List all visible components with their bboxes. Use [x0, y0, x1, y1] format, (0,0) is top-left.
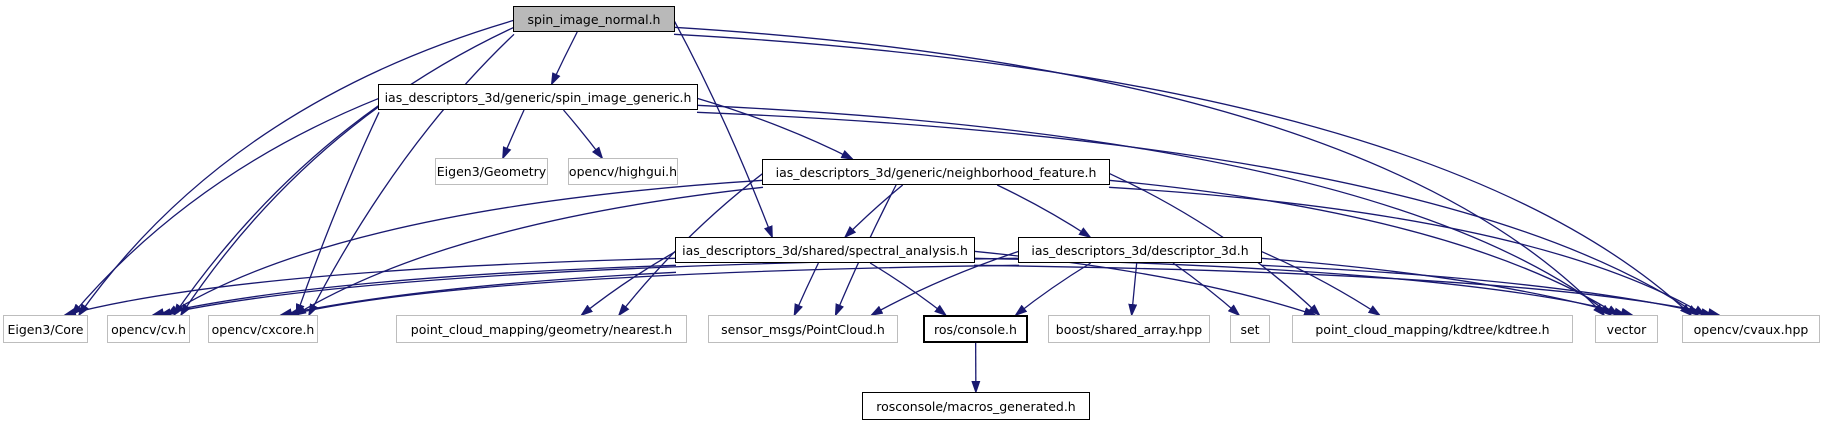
- edge-spectral-to-nearest: [580, 250, 677, 317]
- edge-spectral-to-cvaux: [973, 264, 1721, 317]
- edge-descriptor-to-set: [1172, 262, 1241, 317]
- edge-spectral-to-cv: [151, 264, 677, 317]
- node-macros[interactable]: rosconsole/macros_generated.h: [862, 392, 1090, 420]
- edge-generic-to-eigen_core: [70, 97, 380, 317]
- edge-root-to-generic: [550, 31, 578, 86]
- node-nearest: point_cloud_mapping/geometry/nearest.h: [396, 315, 687, 343]
- node-sensor-msgs: sensor_msgs/PointCloud.h: [708, 315, 898, 343]
- node-boost: boost/shared_array.hpp: [1048, 315, 1210, 343]
- edge-generic-to-cxcore: [295, 112, 380, 317]
- edge-descriptor-to-cv: [158, 257, 1020, 317]
- node-root: spin_image_normal.h: [513, 6, 675, 32]
- edge-root-to-spectral: [673, 19, 773, 239]
- edge-descriptor-to-kdtree: [1260, 250, 1382, 317]
- node-set: set: [1230, 315, 1270, 343]
- node-cxcore: opencv/cxcore.h: [208, 315, 318, 343]
- edge-root-to-cxcore: [308, 33, 515, 317]
- edge-neighborhood-to-cxcore: [293, 186, 764, 317]
- node-vector: vector: [1595, 315, 1658, 343]
- edge-neighborhood-to-spectral: [843, 184, 904, 239]
- edge-generic-to-vector: [696, 104, 1613, 317]
- edge-spectral-to-cxcore: [279, 271, 677, 318]
- edge-root-to-eigen_core: [77, 19, 515, 317]
- edge-neighborhood-to-cv: [165, 179, 764, 317]
- node-cv: opencv/cv.h: [107, 315, 190, 343]
- edge-neighborhood-to-kdtree: [1108, 172, 1321, 317]
- edge-generic-to-cv: [172, 104, 380, 317]
- edge-generic-to-cvaux: [696, 111, 1700, 317]
- node-generic[interactable]: ias_descriptors_3d/generic/spin_image_ge…: [378, 84, 698, 110]
- edge-spectral-to-console: [869, 262, 948, 317]
- edge-spectral-to-eigen_core: [63, 257, 677, 317]
- edge-generic-to-geometry: [502, 109, 525, 160]
- edge-spectral-to-sensor_msgs: [793, 262, 819, 317]
- edge-descriptor-to-boost: [1128, 262, 1138, 317]
- edge-neighborhood-to-descriptor: [996, 184, 1092, 239]
- node-eigen-core: Eigen3/Core: [3, 315, 88, 343]
- edge-neighborhood-to-vector: [1108, 179, 1620, 317]
- node-kdtree: point_cloud_mapping/kdtree/kdtree.h: [1292, 315, 1573, 343]
- edge-root-to-cvaux: [673, 33, 1693, 317]
- node-spectral[interactable]: ias_descriptors_3d/shared/spectral_analy…: [675, 237, 975, 263]
- node-neighborhood[interactable]: ias_descriptors_3d/generic/neighborhood_…: [762, 159, 1110, 185]
- node-highgui: opencv/highgui.h: [568, 158, 678, 185]
- node-cvaux: opencv/cvaux.hpp: [1682, 315, 1820, 343]
- edge-descriptor-to-cxcore: [286, 264, 1020, 317]
- edge-generic-to-highgui: [563, 109, 604, 160]
- node-geometry: Eigen3/Geometry: [435, 158, 548, 185]
- edge-root-to-cv: [179, 26, 515, 317]
- edge-generic-to-neighborhood: [696, 97, 855, 160]
- edge-neighborhood-to-cvaux: [1108, 186, 1707, 317]
- edge-root-to-vector: [673, 26, 1606, 317]
- node-descriptor[interactable]: ias_descriptors_3d/descriptor_3d.h: [1018, 237, 1262, 263]
- edge-descriptor-to-sensor_msgs: [869, 250, 1020, 316]
- node-console[interactable]: ros/console.h: [923, 315, 1028, 343]
- edge-descriptor-to-console: [1014, 262, 1091, 317]
